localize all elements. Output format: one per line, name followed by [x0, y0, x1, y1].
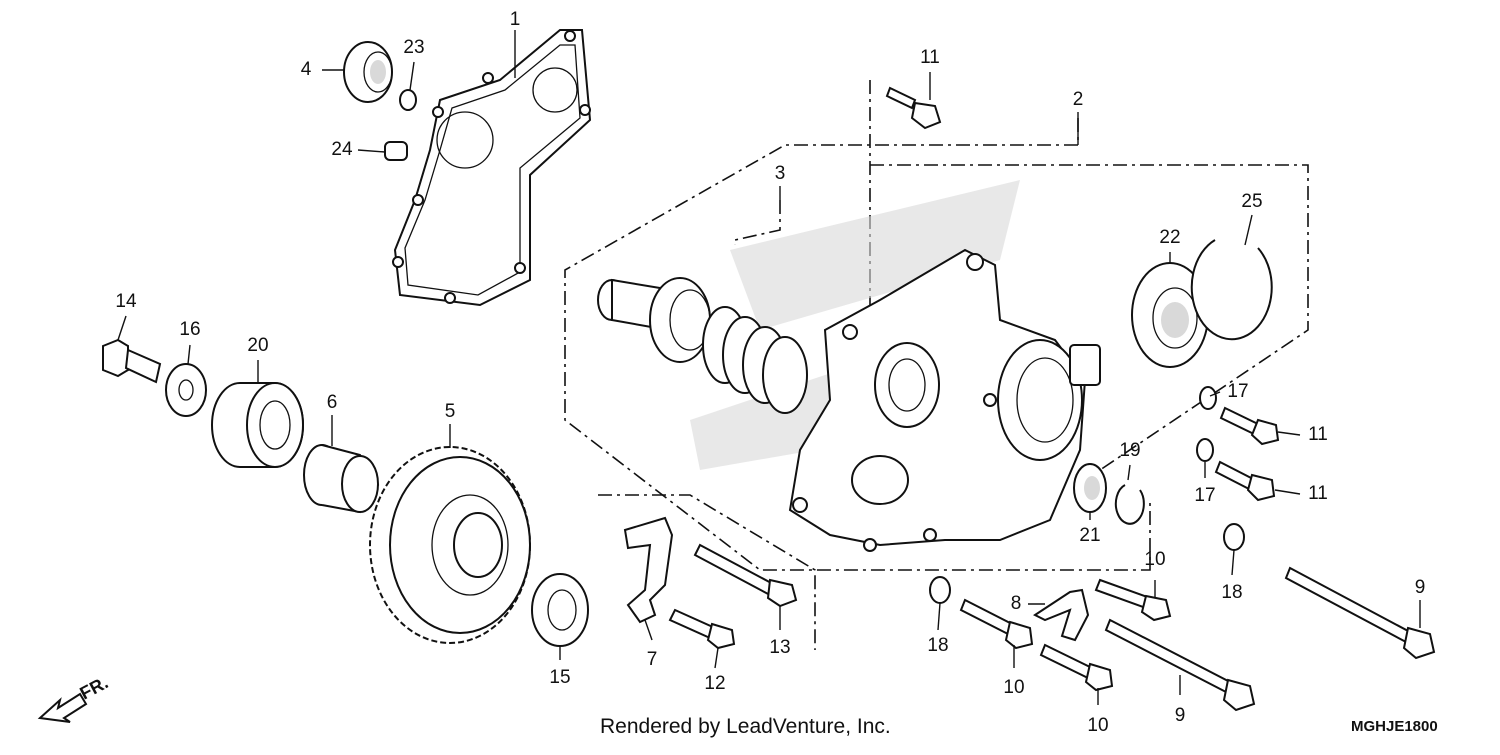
callout-17b: 17	[1194, 485, 1215, 506]
gasket-part-1	[392, 29, 592, 307]
bracket-part-7	[623, 516, 674, 624]
callout-5: 5	[445, 401, 456, 422]
seal-part-4	[343, 41, 393, 103]
callout-7: 7	[647, 649, 658, 670]
callout-17a: 17	[1227, 381, 1248, 402]
callout-18b: 18	[927, 635, 948, 656]
callout-11a: 11	[920, 47, 940, 68]
callout-8: 8	[1011, 593, 1022, 614]
snap-ring-part-25	[1190, 239, 1273, 341]
washer-part-18a	[1223, 523, 1245, 551]
leader-lines	[117, 30, 1421, 705]
callout-9a: 9	[1415, 577, 1426, 598]
callout-10a: 10	[1144, 549, 1165, 570]
callout-13: 13	[769, 637, 790, 658]
gear-part-5	[369, 446, 531, 644]
bracket-part-8	[1032, 588, 1090, 642]
callout-10c: 10	[1087, 715, 1108, 736]
washer-part-17b	[1196, 438, 1214, 462]
boundary-assembly-2-inner	[870, 164, 1309, 471]
bolt-part-14	[102, 338, 162, 384]
washer-part-23	[399, 89, 417, 111]
callout-6: 6	[327, 392, 338, 413]
callout-4: 4	[301, 59, 312, 80]
callout-19: 19	[1119, 440, 1140, 461]
callout-12: 12	[704, 673, 725, 694]
callout-3: 3	[775, 163, 786, 184]
bolt-part-11c	[885, 86, 942, 130]
seal-part-21	[1073, 463, 1107, 513]
callout-14: 14	[115, 291, 137, 312]
diagram-code: MGHJE1800	[1351, 718, 1438, 735]
bolt-part-11a	[1219, 406, 1280, 446]
callout-25: 25	[1241, 191, 1262, 212]
callout-20: 20	[247, 335, 268, 356]
boundary-bracket-group	[598, 494, 816, 650]
callout-9b: 9	[1175, 705, 1186, 726]
final-drive-housing	[597, 180, 1101, 552]
callout-10b: 10	[1003, 677, 1024, 698]
bolt-part-10c	[1039, 643, 1114, 692]
snap-ring-part-19	[1114, 484, 1145, 525]
collar-part-6	[303, 444, 380, 514]
long-bolt-part-9b	[1104, 618, 1256, 712]
front-direction-marker: FR.	[37, 672, 111, 723]
bolt-part-11b	[1214, 460, 1276, 502]
washer-part-16	[165, 363, 207, 417]
bolt-part-13	[693, 543, 798, 608]
callout-labels: 1 2 3 4 5 6 7 8 9 9 10 10 10 11 11 11 12…	[115, 9, 1425, 736]
boundary-assembly-2	[564, 118, 1151, 571]
front-arrow-icon	[37, 692, 88, 723]
render-credit: Rendered by LeadVenture, Inc.	[600, 715, 891, 738]
callout-1: 1	[510, 9, 521, 30]
callout-2: 2	[1073, 89, 1084, 110]
washer-part-17a	[1199, 386, 1217, 410]
washer-part-15	[531, 573, 589, 647]
bolt-part-10b	[959, 598, 1034, 650]
callout-24: 24	[331, 139, 353, 160]
bolt-part-10a	[1094, 578, 1172, 622]
callout-21: 21	[1079, 525, 1100, 546]
callout-23: 23	[403, 37, 424, 58]
washer-part-18b	[929, 576, 951, 604]
bearing-part-20	[211, 382, 304, 468]
callout-16: 16	[179, 319, 200, 340]
callout-11c: 11	[1308, 483, 1328, 504]
callout-22: 22	[1159, 227, 1180, 248]
callout-11b: 11	[1308, 424, 1328, 445]
bolt-part-12	[668, 608, 736, 650]
dowel-pin-part-24	[384, 141, 408, 161]
boundary-assembly-3	[734, 200, 781, 245]
callout-15: 15	[549, 667, 570, 688]
callout-18a: 18	[1221, 582, 1242, 603]
long-bolt-part-9a	[1284, 566, 1436, 660]
